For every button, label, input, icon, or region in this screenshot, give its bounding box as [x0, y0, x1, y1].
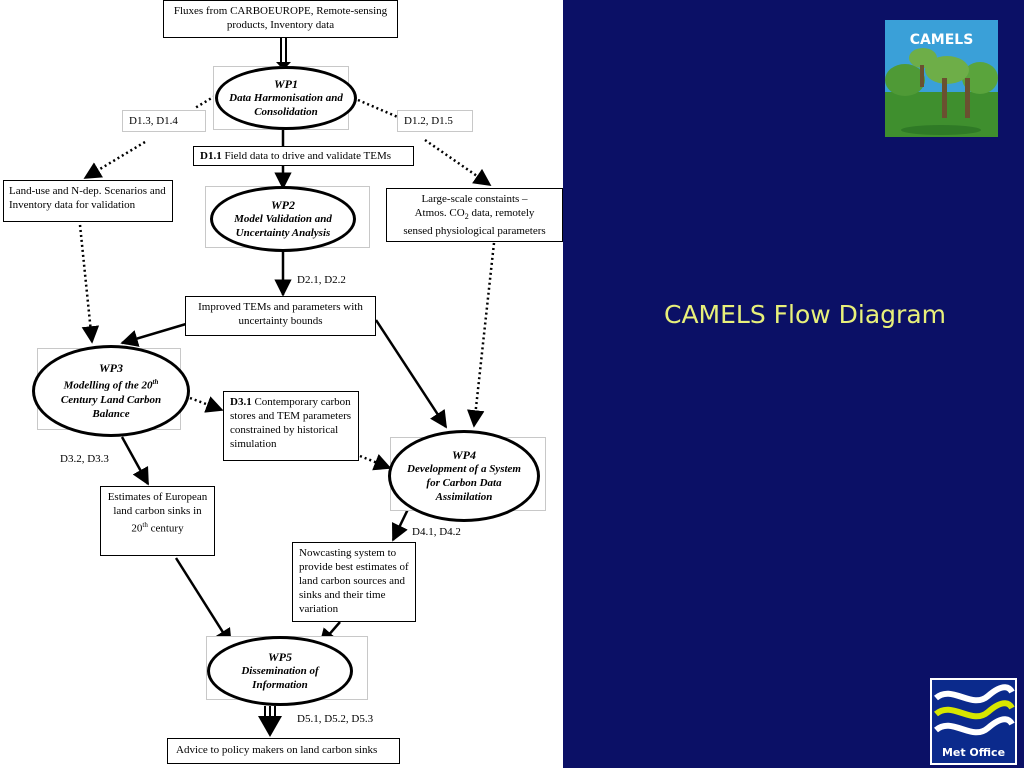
largescale-line2b: data, remotely [468, 207, 535, 219]
wp3-title-a: Modelling of the 20 [63, 379, 153, 392]
d31-box: D3.1 Contemporary carbon stores and TEM … [223, 391, 359, 461]
wp3-id: WP3 [99, 361, 123, 376]
advice-box: Advice to policy makers on land carbon s… [167, 738, 400, 764]
improved-text: Improved TEMs and parameters with uncert… [198, 301, 363, 327]
nowcasting-box: Nowcasting system to provide best estima… [292, 542, 416, 622]
d11-code: D1.1 [200, 150, 222, 162]
metoffice-wave-icon [934, 684, 1015, 736]
diagram-panel: Fluxes from CARBOEUROPE, Remote-sensing … [0, 0, 563, 768]
wp1-to-d12-dotted-line [357, 98, 401, 120]
wp4-title: Development of a System for Carbon Data … [407, 463, 521, 503]
landuse-box: Land-use and N-dep. Scenarios and Invent… [3, 180, 173, 222]
d11-box: D1.1 Field data to drive and validate TE… [193, 146, 414, 166]
wp3-title-b: Century Land Carbon Balance [60, 393, 162, 420]
landuse-to-wp3-dotted-arrow [78, 224, 100, 344]
deliverable-d13-d14: D1.3, D1.4 [122, 110, 206, 132]
camels-logo-text: CAMELS [909, 32, 974, 48]
improved-box: Improved TEMs and parameters with uncert… [185, 296, 376, 336]
deliverable-d12-d15: D1.2, D1.5 [397, 110, 473, 132]
wp5-to-advice-arrow [258, 706, 282, 737]
wp3-to-d31-dotted-arrow [189, 396, 224, 413]
metoffice-logo-text: Met Office [941, 746, 1006, 759]
camels-logo-art [885, 20, 998, 137]
largescale-box: Large-scale constaints – Atmos. CO2 data… [386, 188, 563, 242]
wp5-id: WP5 [268, 650, 292, 664]
deliverable-d51-d53: D5.1, D5.2, D5.3 [297, 713, 374, 725]
metoffice-logo: Met Office [930, 678, 1017, 765]
nowcasting-text: Nowcasting system to provide best estima… [299, 547, 409, 615]
deliverable-d41-d42: D4.1, D4.2 [412, 526, 461, 538]
d31-text: Contemporary carbon stores and TEM param… [230, 396, 352, 450]
largescale-line3: sensed physiological parameters [403, 225, 546, 238]
improved-to-wp3-arrow [120, 322, 187, 347]
wp2-node: WP2 Model Validation and Uncertainty Ana… [210, 186, 356, 252]
wp1-title: Data Harmonisation and Consolidation [229, 92, 343, 118]
deliverable-d32-d33: D3.2, D3.3 [60, 453, 109, 465]
fluxes-text: Fluxes from CARBOEUROPE, Remote-sensing … [173, 5, 388, 31]
d11-text: Field data to drive and validate TEMs [221, 150, 392, 162]
estimates-box: Estimates of European land carbon sinks … [100, 486, 215, 556]
deliverable-d21-d22: D2.1, D2.2 [297, 274, 346, 286]
camels-logo: CAMELS [885, 20, 998, 137]
landuse-text: Land-use and N-dep. Scenarios and Invent… [9, 185, 166, 211]
largescale-co2-subscript: 2 [464, 212, 469, 222]
wp5-node: WP5 Dissemination of Information [207, 636, 353, 706]
largescale-line1: Large-scale constaints – [421, 193, 528, 205]
wp1-to-d13-dotted-line [194, 94, 216, 110]
wp3-title-sup: th [152, 378, 159, 387]
wp3-to-estimates-arrow [120, 436, 150, 486]
largescale-line2a: Atmos. CO [414, 207, 465, 219]
improved-to-wp4-arrow [374, 319, 448, 429]
wp2-title: Model Validation and Uncertainty Analysi… [234, 213, 332, 239]
largescale-to-wp4-dotted-arrow [467, 242, 496, 428]
wp2-id: WP2 [271, 198, 295, 212]
wp1-id: WP1 [274, 77, 298, 91]
slide-title: CAMELS Flow Diagram [663, 300, 947, 329]
d13-to-landuse-dotted-arrow [83, 140, 146, 180]
wp5-title: Dissemination of Information [241, 665, 319, 691]
d31-to-wp4-dotted-arrow [359, 454, 392, 471]
estimates-sup: th [142, 521, 148, 529]
wp3-node: WP3 Modelling of the 20th Century Land C… [32, 345, 190, 437]
wp1-node: WP1 Data Harmonisation and Consolidation [215, 66, 357, 130]
d31-code: D3.1 [230, 396, 252, 408]
fluxes-box: Fluxes from CARBOEUROPE, Remote-sensing … [163, 0, 398, 38]
advice-text: Advice to policy makers on land carbon s… [176, 744, 378, 756]
d12-to-largescale-dotted-arrow [424, 138, 492, 187]
wp4-id: WP4 [452, 448, 476, 462]
estimates-text-a: Estimates of European land carbon sinks … [107, 491, 208, 535]
estimates-text-b: century [147, 522, 184, 535]
wp4-node: WP4 Development of a System for Carbon D… [388, 430, 540, 522]
estimates-to-wp5-arrow [174, 557, 233, 647]
